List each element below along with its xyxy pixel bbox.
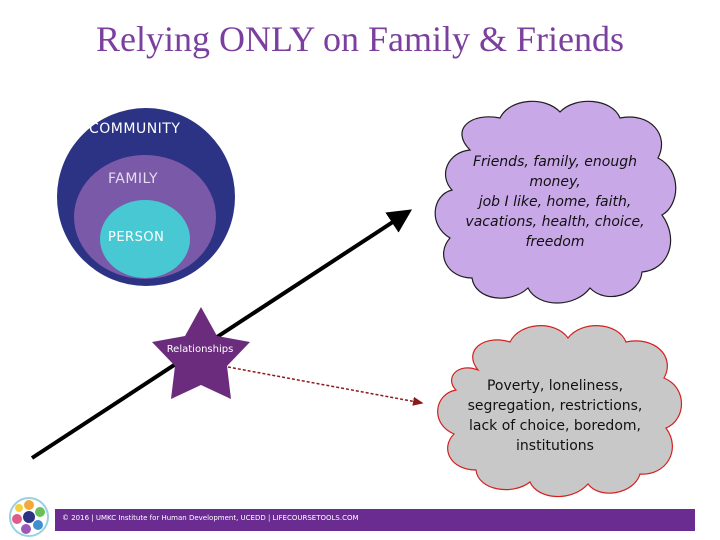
negative-cloud: [437, 325, 682, 498]
negative-cloud-line: institutions: [516, 438, 594, 454]
community-label: COMMUNITY: [89, 121, 181, 137]
relationships-star: [152, 307, 250, 399]
positive-cloud-line: money,: [529, 174, 581, 190]
negative-cloud-line: Poverty, loneliness,: [486, 378, 624, 394]
positive-cloud-line: vacations, health, choice,: [465, 214, 645, 230]
relationships-label: Relationships: [166, 344, 234, 355]
negative-cloud-text: Poverty, loneliness, segregation, restri…: [455, 376, 655, 456]
positive-cloud-line: freedom: [525, 234, 585, 250]
negative-cloud-line: segregation, restrictions,: [467, 398, 643, 414]
person-label: PERSON: [108, 230, 165, 245]
footer-copyright: © 2016 | UMKC Institute for Human Develo…: [62, 514, 359, 522]
negative-arrow: [227, 366, 424, 406]
family-label: FAMILY: [108, 171, 159, 187]
positive-cloud-line: Friends, family, enough: [473, 154, 637, 170]
positive-cloud-text: Friends, family, enough money, job I lik…: [450, 152, 660, 252]
footer-bar: [55, 509, 695, 531]
negative-cloud-line: lack of choice, boredom,: [469, 418, 641, 434]
positive-cloud: [434, 100, 677, 304]
slide-title: Relying ONLY on Family & Friends: [95, 19, 625, 59]
lifecourse-logo-icon: [9, 497, 49, 537]
person-circle: [100, 200, 190, 278]
positive-cloud-line: job I like, home, faith,: [478, 194, 632, 210]
